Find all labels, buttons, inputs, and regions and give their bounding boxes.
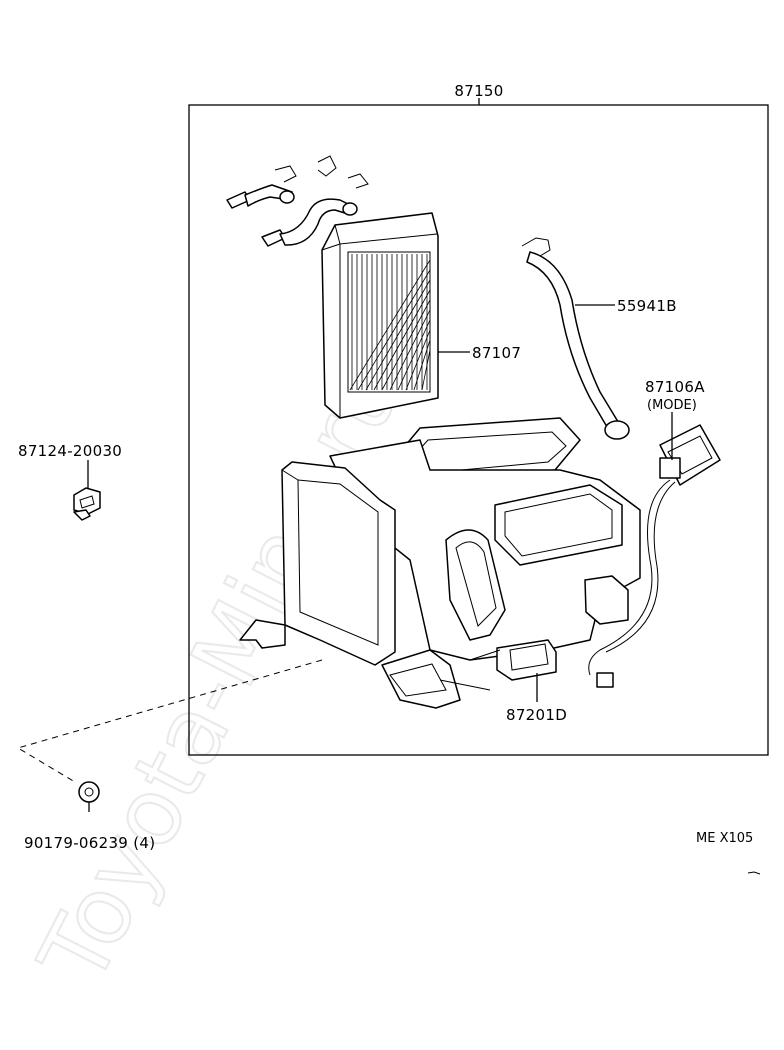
heater-pipes <box>226 155 369 247</box>
label-87201d: 87201D <box>506 706 567 724</box>
label-90179-06239: 90179-06239 (4) <box>24 834 155 852</box>
core-shade-line <box>349 259 431 391</box>
label-87124-20030: 87124-20030 <box>18 442 122 460</box>
label-87150: 87150 <box>454 82 503 100</box>
label-55941b: 55941B <box>617 297 677 315</box>
core-shade-line <box>405 329 431 391</box>
nut-part <box>78 781 100 812</box>
core-shade-line <box>381 299 431 391</box>
core-shade-line <box>397 319 431 391</box>
drain-hose <box>521 237 630 440</box>
label-mode: (MODE) <box>647 398 697 413</box>
clip-part <box>73 487 101 521</box>
core-shade-line <box>421 349 431 391</box>
core-shade-line <box>365 279 431 391</box>
label-87107: 87107 <box>472 344 521 362</box>
core-shade-line <box>373 289 431 391</box>
label-87106a: 87106A <box>645 378 705 396</box>
heater-case <box>239 417 641 709</box>
heater-core <box>321 212 439 419</box>
core-shade-line <box>413 339 431 391</box>
leader-lines <box>87 304 673 702</box>
stray-mark <box>747 871 761 875</box>
diagram-code: ME X105 <box>696 831 753 846</box>
core-shade-line <box>357 269 431 391</box>
assembly-frame <box>188 98 769 756</box>
core-shade-line <box>389 309 431 391</box>
mode-servo <box>588 424 721 688</box>
